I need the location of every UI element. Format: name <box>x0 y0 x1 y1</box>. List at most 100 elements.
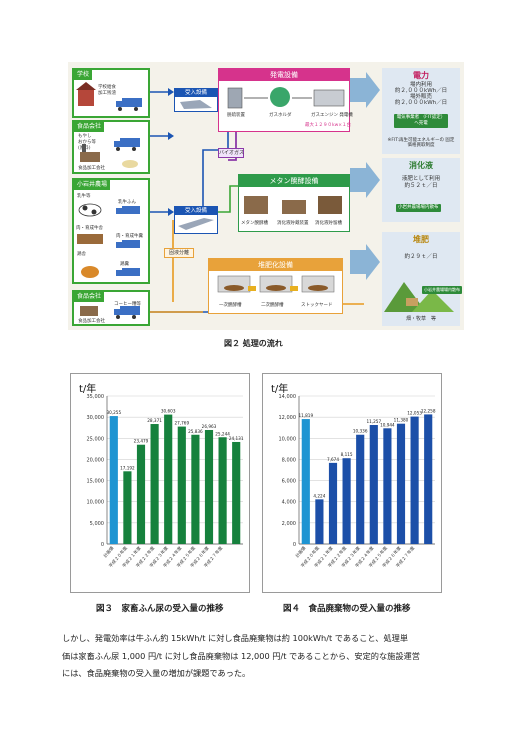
fig3-bar <box>204 429 214 544</box>
fig4-ytick-label: 12,000 <box>279 415 297 421</box>
electricity-line-3: 場外販売 <box>409 94 432 100</box>
fig4-ytick-label: 10,000 <box>279 436 297 442</box>
fig4-ytick-label: 14,000 <box>279 394 297 400</box>
koiwai-truck-label-1: 乳牛ふん <box>118 200 136 205</box>
compost-item-secondary: 二次醗酵槽 <box>261 303 284 308</box>
fig4-bar <box>410 416 419 544</box>
fig4-bar <box>328 462 338 544</box>
power-item-desulfurizer: 脱硫装置 <box>227 113 245 118</box>
methane-item-storage: 消化液貯蔵装置 <box>277 221 309 226</box>
fig3-bar <box>136 444 146 544</box>
fig3-value-label: 30,603 <box>161 409 176 414</box>
intake-conveyor-icon <box>178 218 214 230</box>
power-spec: 最大１２９０kw×１台 <box>305 123 352 128</box>
fig3-bar <box>164 414 173 544</box>
fig4-ytick-label: 6,000 <box>282 479 296 485</box>
figure3-caption: 図３ 家畜ふん尿の受入量の推移 <box>96 604 224 614</box>
intake-hopper-icon <box>180 100 212 109</box>
fig4-bar <box>301 419 310 544</box>
fig4-bar <box>383 428 392 544</box>
compost-item-stockyard: ストックヤード <box>301 303 333 308</box>
intake-middle-title: 受入設備 <box>175 207 217 215</box>
digestate-line-1: 液肥として利用 <box>401 176 441 182</box>
koiwai-item-poultry: 鶏舎 <box>77 252 86 257</box>
solid-liquid-separation: 固液分離 <box>164 248 194 258</box>
fig4-value-label: 7,674 <box>327 457 339 462</box>
fig4-bar <box>424 414 433 544</box>
compost-item-primary: 一次醗酵槽 <box>219 303 242 308</box>
fig3-ytick-label: 5,000 <box>90 521 104 527</box>
fig3-value-label: 30,255 <box>106 410 121 415</box>
figure2-caption: 図２ 処理の流れ <box>224 339 283 348</box>
figure4-unit: t/年 <box>271 384 289 395</box>
koiwai-item-dairy: 乳牛等 <box>77 194 91 199</box>
food-company-1-line-2: おから等 <box>78 140 96 145</box>
food-company-1-line-1: もやし <box>78 134 92 139</box>
fig4-ytick-label: 0 <box>293 542 296 548</box>
factory-truck-icon <box>80 138 140 168</box>
fig3-ytick-label: 30,000 <box>87 415 105 421</box>
fig4-value-label: 11,257 <box>366 419 381 424</box>
fig3-bar <box>123 471 132 544</box>
food-company-2-footer: 食品加工会社 <box>78 319 105 324</box>
fig3-bar <box>218 437 227 544</box>
fig4-value-label: 10,944 <box>380 422 395 427</box>
biogas-pipe-label: バイオガス <box>218 148 245 158</box>
fig3-ytick-label: 0 <box>101 542 104 548</box>
source-food-company-1: 食品会社 もやし おから等 (原料) 食品加工会社 <box>72 120 150 174</box>
fig3-ytick-label: 15,000 <box>87 479 105 485</box>
power-equipment-icons <box>227 87 345 109</box>
fig4-bar <box>369 424 378 544</box>
power-item-gas-holder: ガスホルダ <box>269 113 292 118</box>
methane-fermentation-facility: メタン醗酵設備 メタン醗酵槽 消化液貯蔵装置 消化液貯留槽 <box>238 174 350 232</box>
source-school: 学校 学校給食 加工残渣 <box>72 68 150 118</box>
methane-tank-icons <box>244 196 342 214</box>
factory-truck-icon-2 <box>80 306 140 319</box>
fig3-value-label: 24,131 <box>229 436 244 441</box>
fig4-ytick-label: 2,000 <box>282 521 296 527</box>
methane-item-tank: メタン醗酵槽 <box>241 221 268 226</box>
fig4-value-label: 12,053 <box>407 411 422 416</box>
power-title: 発電設備 <box>219 69 349 81</box>
power-item-generator: ガスエンジン 発電機 <box>311 113 353 118</box>
intake-facility-middle: 受入設備 <box>174 206 218 234</box>
electricity-line-2: 約２,０００kWh／日 <box>394 88 448 94</box>
koiwai-truck-label-2: 肉・育成牛糞 <box>116 234 143 239</box>
school-building-icon <box>76 82 142 111</box>
fig3-ytick-label: 20,000 <box>87 457 105 463</box>
fig3-value-label: 28,371 <box>147 418 162 423</box>
process-flow-diagram: 学校 学校給食 加工残渣 食品会社 もやし おから等 (原料) 食品加工会社 <box>68 62 464 330</box>
koiwai-truck-label-3: 鶏糞 <box>120 262 129 267</box>
methane-title: メタン醗酵設備 <box>239 175 349 187</box>
food-company-2-truck-label: コーヒー糟等 <box>114 302 141 307</box>
compost-output-line-1: 約２９ｔ／日 <box>404 254 438 260</box>
output-digestate: 消化液 液肥として利用 約５２ｔ／日 小岩井農場場内散布 <box>382 158 460 222</box>
source-food-company-2: 食品会社 コーヒー糟等 食品加工会社 <box>72 290 150 326</box>
source-koiwai-farm: 小岩井農場 乳牛等 肉・育成牛舎 鶏舎 乳牛ふん 肉・育成牛糞 鶏糞 <box>72 178 150 284</box>
fig4-ytick-label: 8,000 <box>282 457 296 463</box>
fig3-bar <box>191 434 200 544</box>
fig3-value-label: 23,479 <box>134 439 149 444</box>
fig4-value-label: 11,819 <box>298 413 313 418</box>
fig4-value-label: 12,258 <box>421 408 436 413</box>
koiwai-item-beef: 肉・育成牛舎 <box>76 226 103 231</box>
digestate-title: 消化液 <box>409 161 433 170</box>
fig4-value-label: 8,115 <box>341 452 353 457</box>
figure3-unit: t/年 <box>79 384 97 395</box>
fig3-ytick-label: 10,000 <box>87 500 105 506</box>
compost-equipment-icons <box>217 275 335 293</box>
electricity-line-4: 約２,０００kWh／日 <box>394 100 448 106</box>
fig3-value-label: 27,769 <box>174 421 189 426</box>
fig3-bar <box>150 424 159 544</box>
compost-title: 堆肥化設備 <box>209 259 342 271</box>
fig3-bar <box>109 416 118 544</box>
school-line-2: 加工残渣 <box>98 91 116 96</box>
compost-badge: 小岩井農場場内散布 <box>422 286 462 294</box>
fig4-value-label: 10,336 <box>353 429 368 434</box>
electricity-line-1: 場内利用 <box>409 82 432 88</box>
fig3-bar <box>232 441 241 544</box>
body-text-line-3: には、食品廃棄物の受入量の増加が課題であった。 <box>62 668 251 678</box>
